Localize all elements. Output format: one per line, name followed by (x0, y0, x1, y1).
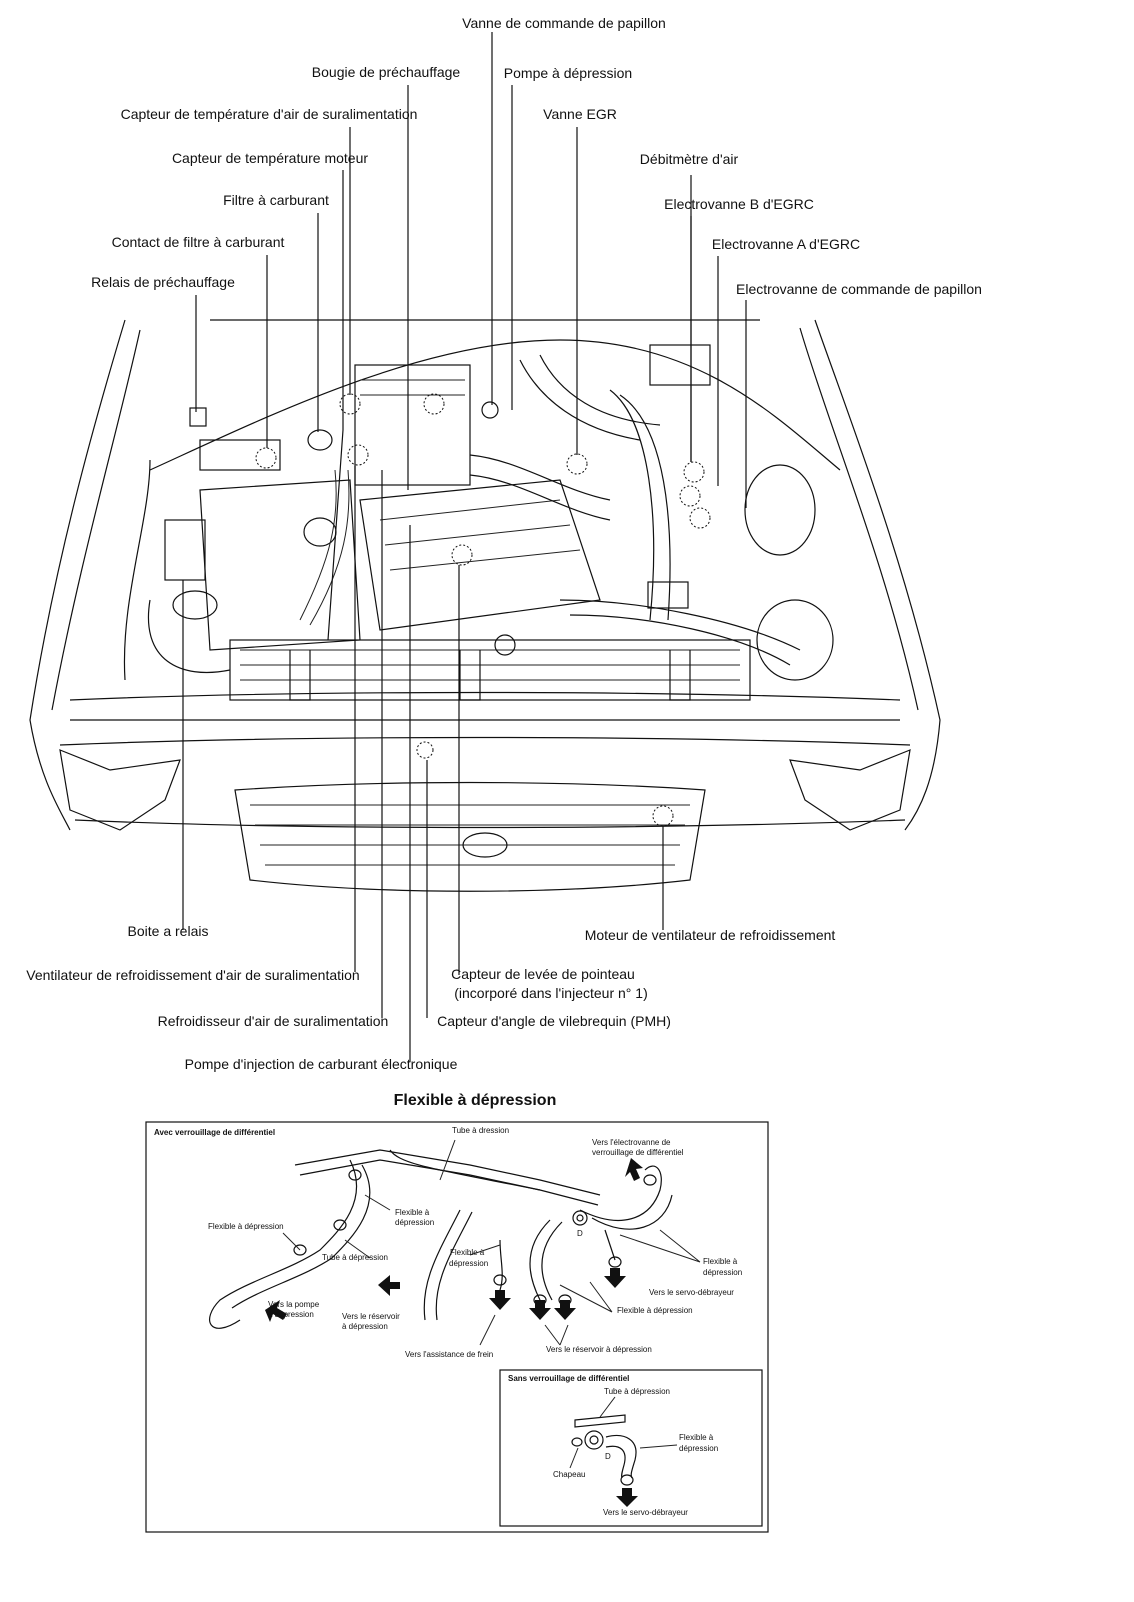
label-boite-relais: Boite a relais (128, 923, 209, 939)
main-flexible-mid-1: Flexible à (395, 1208, 430, 1217)
label-electrovanne-b-egrc: Electrovanne B d'EGRC (664, 196, 814, 212)
component-markers (255, 393, 711, 827)
label-capteur-levee-pointeau: Capteur de levée de pointeau (451, 966, 635, 982)
label-ventilateur-refroid-air: Ventilateur de refroidissement d'air de … (26, 967, 359, 983)
main-vers-servo: Vers le servo-débrayeur (649, 1288, 734, 1297)
inset-flexible-2: dépression (679, 1444, 718, 1453)
engine-bay-drawing (29, 319, 941, 892)
label-moteur-ventilateur: Moteur de ventilateur de refroidissement (585, 927, 836, 943)
vacuum-main-panel: Avec verrouillage de différentiel (145, 1121, 769, 1533)
label-capteur-levee-pointeau-note: (incorporé dans l'injecteur n° 1) (454, 985, 647, 1001)
label-pompe-depression: Pompe à dépression (504, 65, 632, 81)
main-flexible-center-2: dépression (449, 1259, 488, 1268)
main-vers-pompe-2: à dépression (268, 1310, 314, 1319)
vacuum-section-title: Flexible à dépression (394, 1092, 557, 1109)
main-vers-assistance: Vers l'assistance de frein (405, 1350, 493, 1359)
main-vers-electrovanne-1: Vers l'électrovanne de (592, 1138, 671, 1147)
label-bougie-prechauffage: Bougie de préchauffage (312, 64, 461, 80)
main-vers-reservoir-bottom: Vers le réservoir à dépression (546, 1345, 652, 1354)
label-relais-prechauffage: Relais de préchauffage (91, 274, 235, 290)
inset-chapeau: Chapeau (553, 1470, 585, 1479)
engine-labels: Vanne de commande de papillon Bougie de … (26, 15, 982, 1072)
inset-vers-servo: Vers le servo-débrayeur (603, 1508, 688, 1517)
inset-flexible-1: Flexible à (679, 1433, 714, 1442)
main-tube-top: Tube à dression (452, 1126, 509, 1135)
inset-tube: Tube à dépression (604, 1387, 670, 1396)
main-vers-electrovanne-2: verrouillage de différentiel (592, 1148, 684, 1157)
main-vers-reservoir-1: Vers le réservoir (342, 1312, 400, 1321)
main-flexible-mid-2: dépression (395, 1218, 434, 1227)
main-panel-heading: Avec verrouillage de différentiel (154, 1128, 275, 1137)
inset-panel-heading: Sans verrouillage de différentiel (508, 1374, 629, 1383)
label-pompe-injection: Pompe d'injection de carburant électroni… (185, 1056, 458, 1072)
label-capteur-angle-vilebrequin: Capteur d'angle de vilebrequin (PMH) (437, 1013, 671, 1029)
label-debitmetre-air: Débitmètre d'air (640, 151, 739, 167)
main-flexible-left: Flexible à dépression (208, 1222, 284, 1231)
main-marker-d: D (577, 1229, 583, 1238)
label-refroidisseur-air: Refroidisseur d'air de suralimentation (158, 1013, 389, 1029)
vacuum-inset-panel: Sans verrouillage de différentiel Tube à… (508, 1374, 718, 1517)
label-vanne-commande-papillon: Vanne de commande de papillon (462, 15, 666, 31)
main-flexible-right-2: dépression (703, 1268, 742, 1277)
leader-lines (182, 32, 747, 1062)
main-flexible-right-1: Flexible à (703, 1257, 738, 1266)
label-electrovanne-a-egrc: Electrovanne A d'EGRC (712, 236, 860, 252)
label-vanne-egr: Vanne EGR (543, 106, 617, 122)
label-capteur-temp-moteur: Capteur de température moteur (172, 150, 368, 166)
label-electrovanne-commande-papillon: Electrovanne de commande de papillon (736, 281, 982, 297)
label-capteur-temp-air-suralimentation: Capteur de température d'air de suralime… (121, 106, 418, 122)
main-vers-reservoir-2: à dépression (342, 1322, 388, 1331)
main-flexible-center-1: Flexible à (450, 1248, 485, 1257)
label-contact-filtre-carburant: Contact de filtre à carburant (112, 234, 285, 250)
main-tube-mid: Tube à dépression (322, 1253, 388, 1262)
main-flexible-lower-right: Flexible à dépression (617, 1306, 693, 1315)
inset-marker-d: D (605, 1452, 611, 1461)
label-filtre-carburant: Filtre à carburant (223, 192, 329, 208)
main-vers-pompe-1: Vers la pompe (268, 1300, 320, 1309)
